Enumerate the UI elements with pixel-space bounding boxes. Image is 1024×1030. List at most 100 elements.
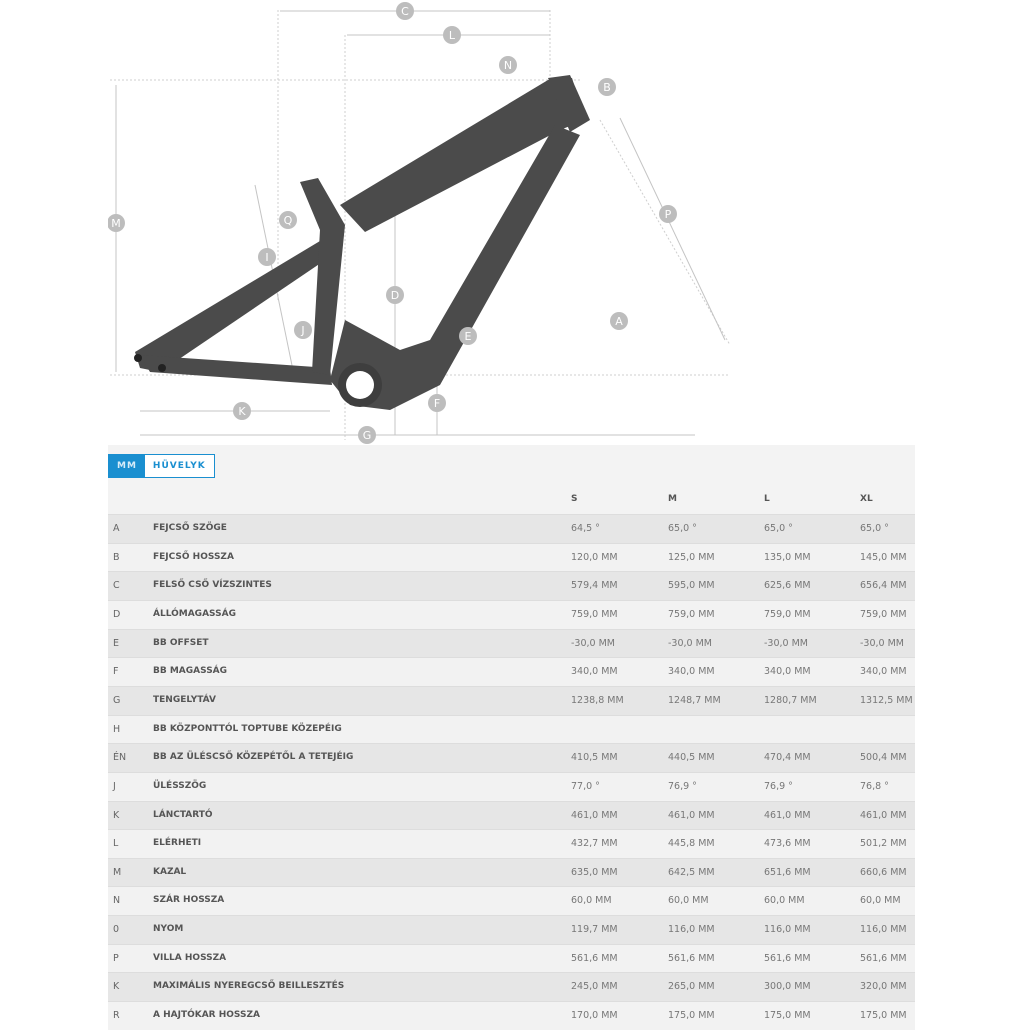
row-name: LÁNCTARTÓ: [153, 809, 213, 820]
row-value: 340,0 MM: [764, 666, 811, 678]
row-key: L: [113, 838, 119, 850]
row-value: 76,9 °: [668, 780, 697, 792]
row-value: 759,0 MM: [668, 608, 715, 620]
row-name: FEJCSŐ SZÖGE: [153, 523, 227, 533]
dimension-marker: [396, 2, 414, 20]
row-value: 579,4 MM: [571, 580, 618, 592]
row-value: 60,0 MM: [860, 895, 901, 907]
row-key: N: [113, 895, 121, 907]
dimension-marker: [659, 205, 677, 223]
geometry-panel: MM HÜVELYK S M L XL A FEJCSŐ SZÖGE 64,5 ° 6…: [108, 445, 915, 1030]
row-key: C: [113, 580, 120, 592]
dimension-marker: [386, 286, 404, 304]
row-value: 135,0 MM: [764, 551, 811, 563]
row-key: H: [113, 723, 121, 735]
row-value: 561,6 MM: [668, 952, 715, 964]
dimension-marker: [610, 312, 628, 330]
row-value: 175,0 MM: [860, 1010, 907, 1022]
row-value: 470,4 MM: [764, 752, 811, 764]
dimension-label: D: [391, 289, 399, 302]
row-value: 410,5 MM: [571, 752, 618, 764]
row-name: BB KÖZPONTTÓL TOPTUBE KÖZEPÉIG: [153, 723, 342, 734]
row-value: 340,0 MM: [668, 666, 715, 678]
row-value: 60,0 MM: [764, 895, 805, 907]
row-value: 76,8 °: [860, 780, 889, 792]
row-value: 461,0 MM: [668, 809, 715, 821]
row-name: NYOM: [153, 924, 184, 935]
row-value: 656,4 MM: [860, 580, 907, 592]
row-key: B: [113, 551, 120, 563]
dimension-label: C: [401, 5, 409, 18]
row-value: 116,0 MM: [860, 924, 907, 936]
dimension-label: A: [615, 315, 623, 328]
row-value: 320,0 MM: [860, 981, 907, 993]
dimension-label: K: [238, 405, 246, 418]
row-value: 1238,8 MM: [571, 694, 624, 706]
dimension-marker: [443, 26, 461, 44]
row-key: D: [113, 608, 121, 620]
row-value: 175,0 MM: [668, 1010, 715, 1022]
row-name: FELSŐ CSŐ VÍZSZINTES: [153, 580, 272, 591]
dimension-label: M: [111, 217, 121, 230]
table-row: H BB KÖZPONTTÓL TOPTUBE KÖZEPÉIG: [108, 714, 915, 744]
row-value: 64,5 °: [571, 523, 600, 534]
row-value: 595,0 MM: [668, 580, 715, 592]
row-value: 642,5 MM: [668, 866, 715, 878]
dimension-marker: [358, 426, 376, 444]
row-value: 561,6 MM: [860, 952, 907, 964]
row-value: 759,0 MM: [764, 608, 811, 620]
row-name: SZÁR HOSSZA: [153, 895, 225, 906]
row-value: 445,8 MM: [668, 838, 715, 850]
row-key: M: [113, 866, 122, 878]
column-l: L: [764, 494, 770, 504]
row-value: 501,2 MM: [860, 838, 907, 850]
dimension-label: P: [665, 208, 672, 221]
row-value: 116,0 MM: [668, 924, 715, 936]
table-row: D ÁLLÓMAGASSÁG 759,0 MM 759,0 MM 759,0 MM 759…: [108, 599, 915, 629]
unit-mm-button[interactable]: MM: [109, 455, 145, 477]
row-value: 473,6 MM: [764, 838, 811, 850]
unit-toggle: MM HÜVELYK: [108, 454, 215, 478]
dimension-marker: [258, 248, 276, 266]
row-value: 116,0 MM: [764, 924, 811, 936]
row-value: 125,0 MM: [668, 551, 715, 563]
row-name: BB MAGASSÁG: [153, 666, 228, 677]
row-name: ÁLLÓMAGASSÁG: [153, 608, 236, 619]
dimension-marker: [459, 327, 477, 345]
table-header: S M L XL: [108, 492, 915, 512]
row-value: 440,5 MM: [668, 752, 715, 764]
dimension-label: J: [300, 324, 304, 337]
row-value: 340,0 MM: [860, 666, 907, 678]
row-value: 65,0 °: [860, 523, 889, 534]
row-value: 340,0 MM: [571, 666, 618, 678]
row-value: 432,7 MM: [571, 838, 618, 850]
dimension-label: B: [603, 81, 611, 94]
row-name: TENGELYTÁV: [153, 694, 216, 705]
row-value: 119,7 MM: [571, 924, 618, 936]
dimension-marker: [279, 211, 297, 229]
row-value: 759,0 MM: [571, 608, 618, 620]
row-value: 759,0 MM: [860, 608, 907, 620]
row-value: 1312,5 MM: [860, 694, 913, 706]
row-name: ELÉRHETI: [153, 838, 202, 849]
column-s: S: [571, 494, 578, 504]
row-value: -30,0 MM: [860, 637, 904, 649]
row-key: G: [113, 694, 121, 706]
row-key: J: [113, 780, 116, 792]
row-name: BB AZ ÜLÉSCSŐ KÖZEPÉTŐL A TETEJÉIG: [153, 752, 354, 763]
dimension-marker: [499, 56, 517, 74]
row-key: R: [113, 1010, 120, 1022]
unit-inch-button[interactable]: HÜVELYK: [144, 455, 214, 477]
row-key: A: [113, 523, 120, 534]
